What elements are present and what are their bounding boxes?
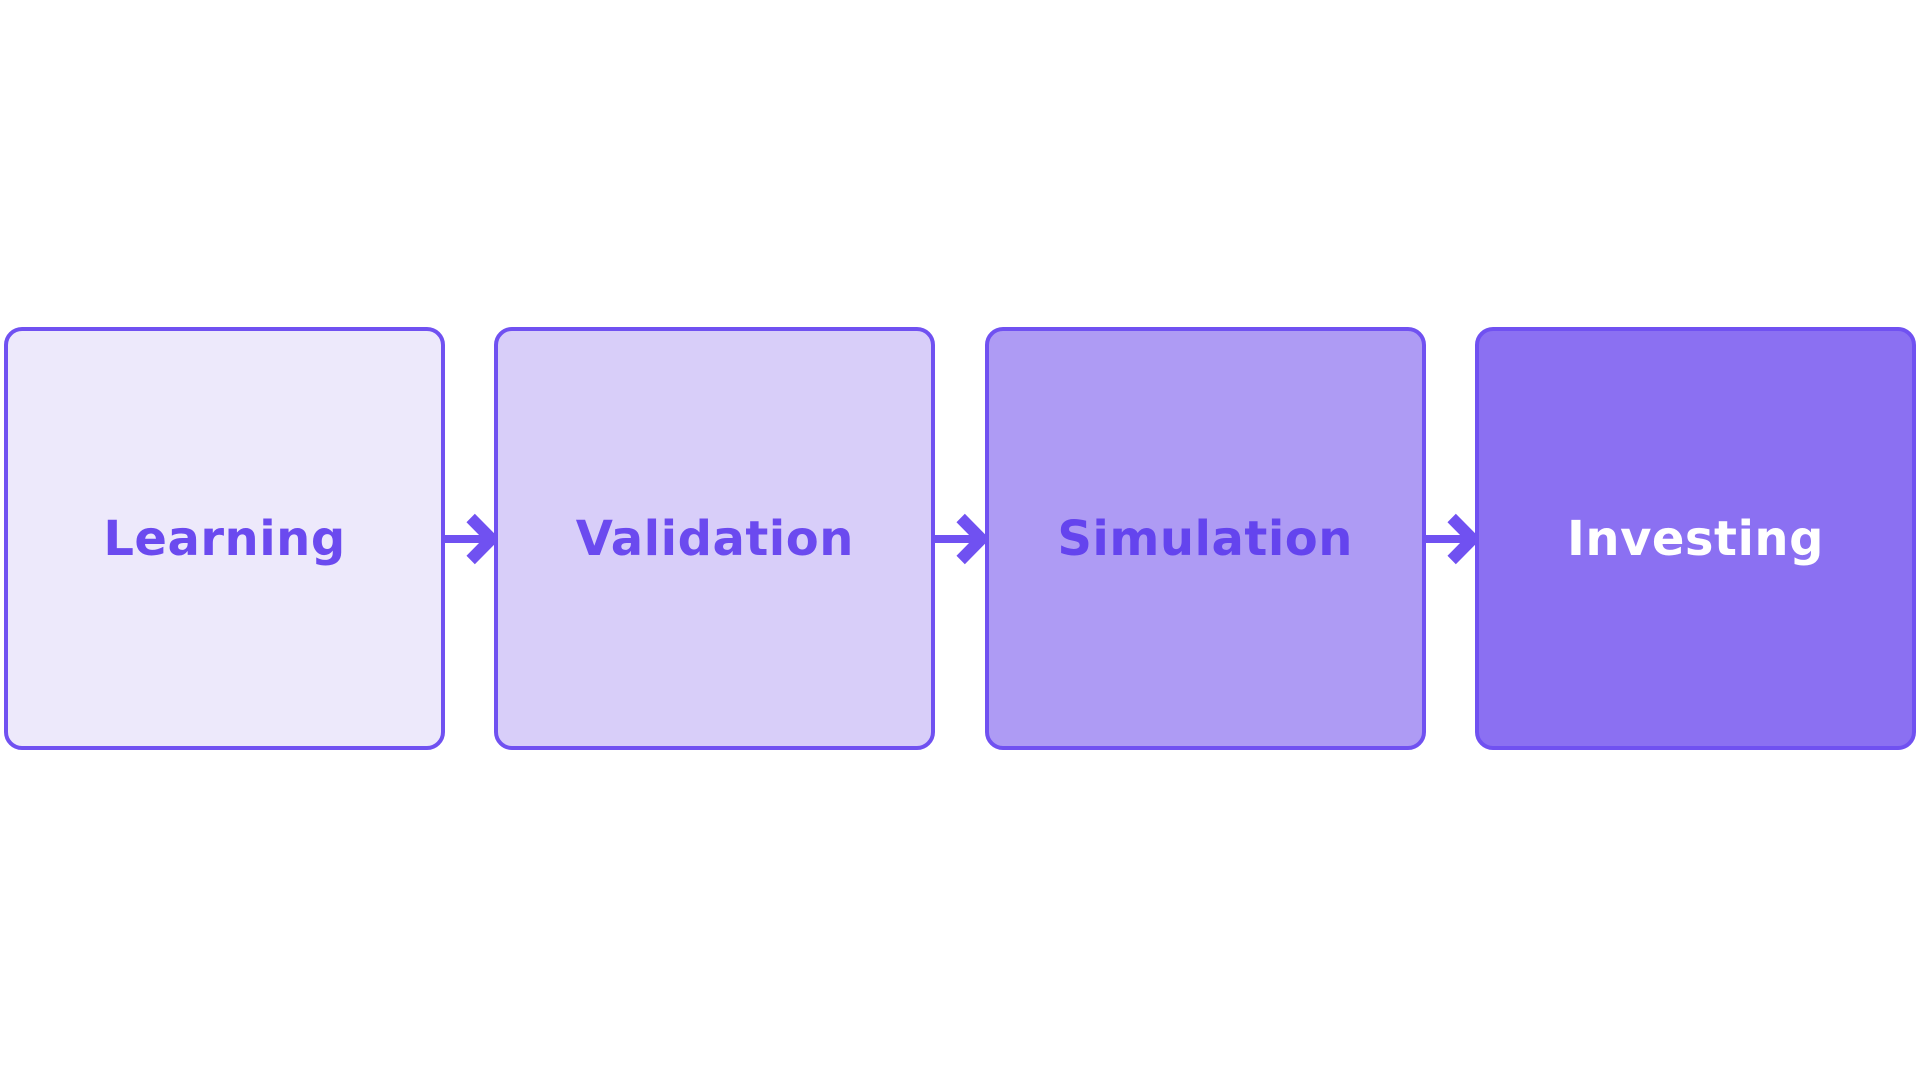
arrow-right-icon (445, 327, 495, 750)
step-label-learning: Learning (103, 510, 346, 567)
step-label-validation: Validation (575, 510, 854, 567)
step-box-simulation: Simulation (984, 327, 1426, 750)
step-label-investing: Investing (1567, 510, 1824, 567)
arrow-right-icon (1425, 327, 1475, 750)
step-box-investing: Investing (1474, 327, 1916, 750)
arrow-right-icon (935, 327, 985, 750)
process-flow-diagram: Learning Validation Simulation Investing (4, 327, 1916, 750)
step-box-validation: Validation (494, 327, 936, 750)
step-box-learning: Learning (4, 327, 445, 750)
step-label-simulation: Simulation (1057, 510, 1353, 567)
